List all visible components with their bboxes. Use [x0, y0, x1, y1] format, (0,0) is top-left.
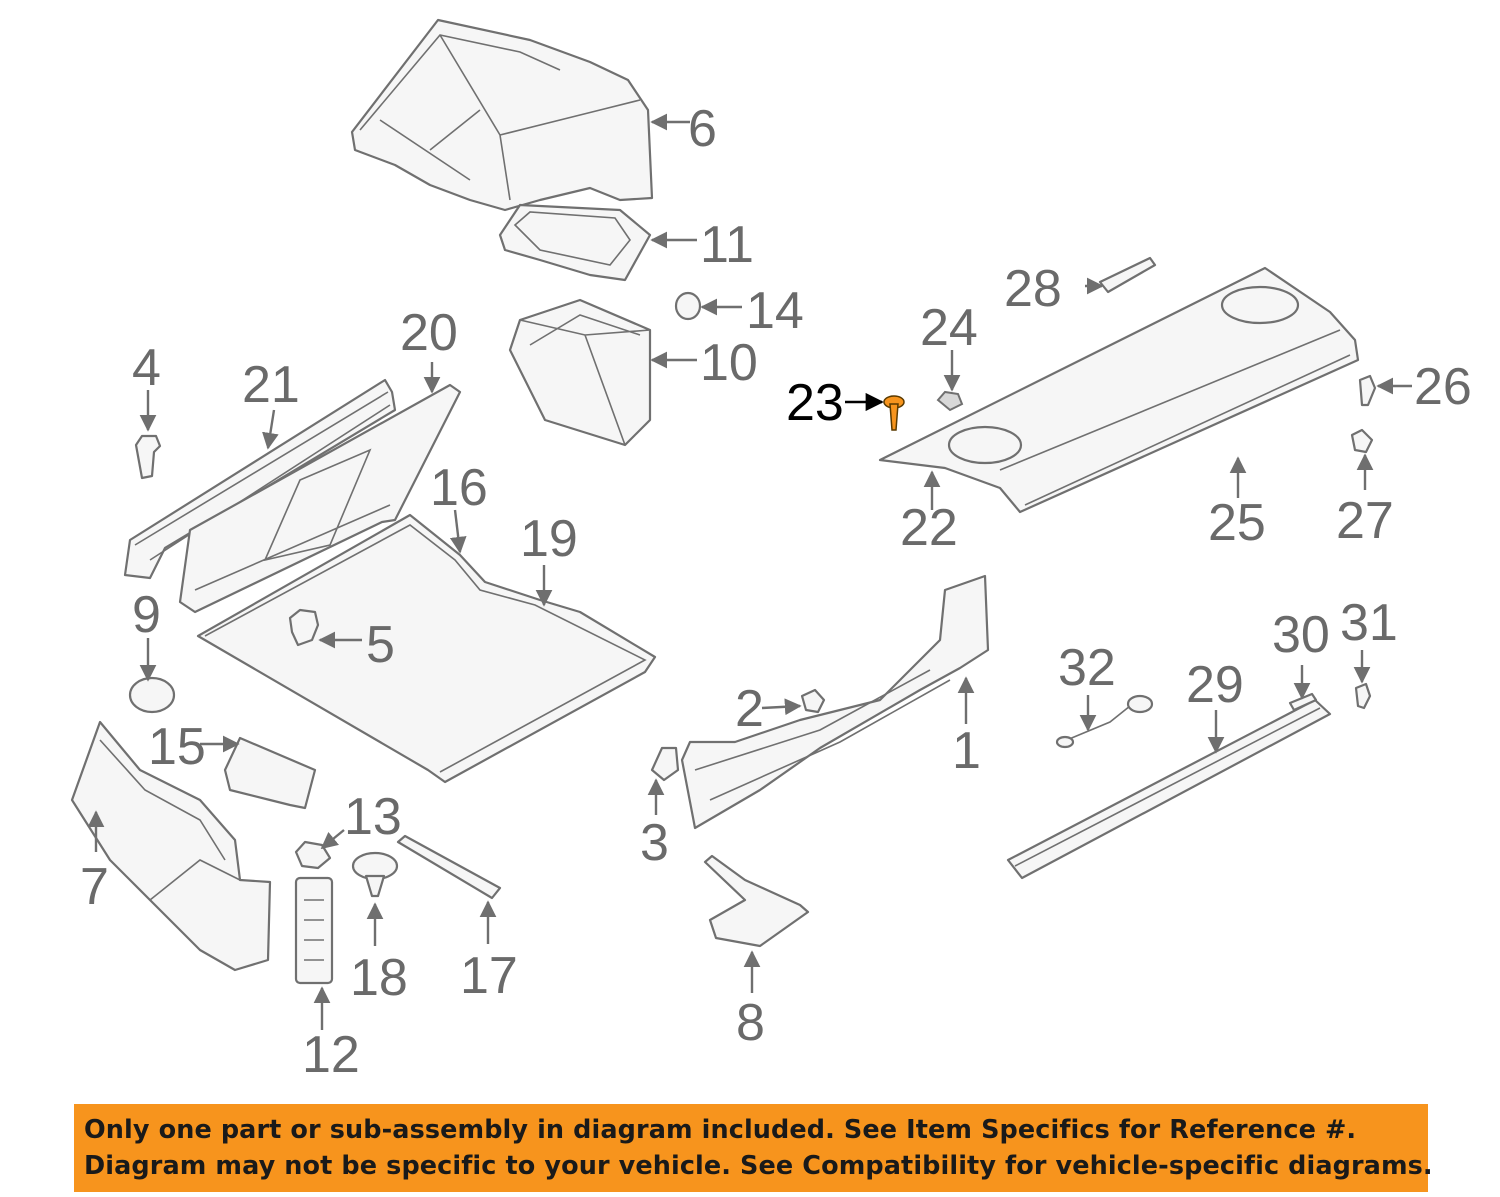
part-10-storage-bin — [508, 298, 652, 447]
part-25-package-tray — [878, 266, 1360, 514]
leader-lines — [87, 113, 1412, 1030]
part-11-tray — [498, 203, 652, 282]
callout-7: 7 — [80, 858, 109, 916]
callout-9: 9 — [132, 586, 161, 644]
callout-32: 32 — [1058, 639, 1116, 697]
part-2-clip — [800, 688, 826, 714]
callout-14: 14 — [746, 282, 804, 340]
part-5-fastener — [288, 608, 320, 647]
callout-29: 29 — [1186, 656, 1244, 714]
part-24-clip — [936, 390, 964, 412]
part-17-strip — [396, 834, 502, 900]
part-29-rail — [1006, 698, 1332, 880]
part-15-bracket — [223, 736, 317, 810]
callout-13: 13 — [344, 788, 402, 846]
callout-28: 28 — [1004, 260, 1062, 318]
callout-31: 31 — [1340, 594, 1398, 652]
callout-23-highlighted: 23 — [786, 374, 844, 432]
callout-19: 19 — [520, 510, 578, 568]
callout-20: 20 — [400, 304, 458, 362]
part-3-clip — [650, 746, 680, 782]
callout-labels: 6 11 14 10 4 21 20 16 19 5 9 15 7 13 12 … — [80, 100, 1472, 1084]
callout-22: 22 — [900, 499, 958, 557]
callout-11: 11 — [700, 216, 754, 274]
callout-5: 5 — [366, 616, 395, 674]
callout-17: 17 — [460, 947, 518, 1005]
part-26-bolt — [1358, 374, 1377, 407]
callout-25: 25 — [1208, 494, 1266, 552]
part-12-bracket — [294, 876, 334, 985]
part-32-cable — [1055, 694, 1154, 749]
callout-12: 12 — [302, 1026, 360, 1084]
part-23-screw — [883, 395, 905, 431]
disclaimer-line-1: Only one part or sub-assembly in diagram… — [84, 1115, 1357, 1145]
callout-15: 15 — [148, 718, 206, 776]
part-31-bolt — [1354, 682, 1372, 710]
callout-16: 16 — [430, 459, 488, 517]
part-28-bracket — [1098, 256, 1157, 294]
callout-30: 30 — [1272, 606, 1330, 664]
part-7-wheelhouse-trim — [70, 720, 272, 972]
callout-26: 26 — [1414, 358, 1472, 416]
disclaimer-banner: Only one part or sub-assembly in diagram… — [74, 1104, 1433, 1192]
disclaimer-line-2: Diagram may not be specific to your vehi… — [84, 1151, 1433, 1181]
part-27-nut — [1350, 428, 1374, 454]
part-4-push-clip — [134, 434, 162, 480]
part-16-floor-mat — [196, 513, 657, 784]
callout-8: 8 — [736, 994, 765, 1052]
callout-21: 21 — [242, 356, 300, 414]
callout-3: 3 — [640, 814, 669, 872]
parts-diagram: 6 11 14 10 4 21 20 16 19 5 9 15 7 13 12 … — [70, 18, 1472, 1084]
callout-2: 2 — [735, 680, 764, 738]
part-20-partition-panel — [178, 383, 462, 614]
part-1-sill-panel — [680, 574, 990, 830]
callout-4: 4 — [132, 339, 161, 397]
callout-24: 24 — [920, 299, 978, 357]
callout-18: 18 — [350, 949, 408, 1007]
callout-27: 27 — [1336, 492, 1394, 550]
part-9-cap — [128, 676, 176, 714]
part-8-bracket — [703, 854, 810, 948]
part-18-plug — [351, 851, 399, 898]
callout-10: 10 — [700, 334, 758, 392]
callout-6: 6 — [688, 100, 717, 158]
callout-1: 1 — [952, 722, 981, 780]
part-6-trunk-side-trim — [350, 18, 654, 212]
part-14-grommet — [674, 291, 702, 321]
